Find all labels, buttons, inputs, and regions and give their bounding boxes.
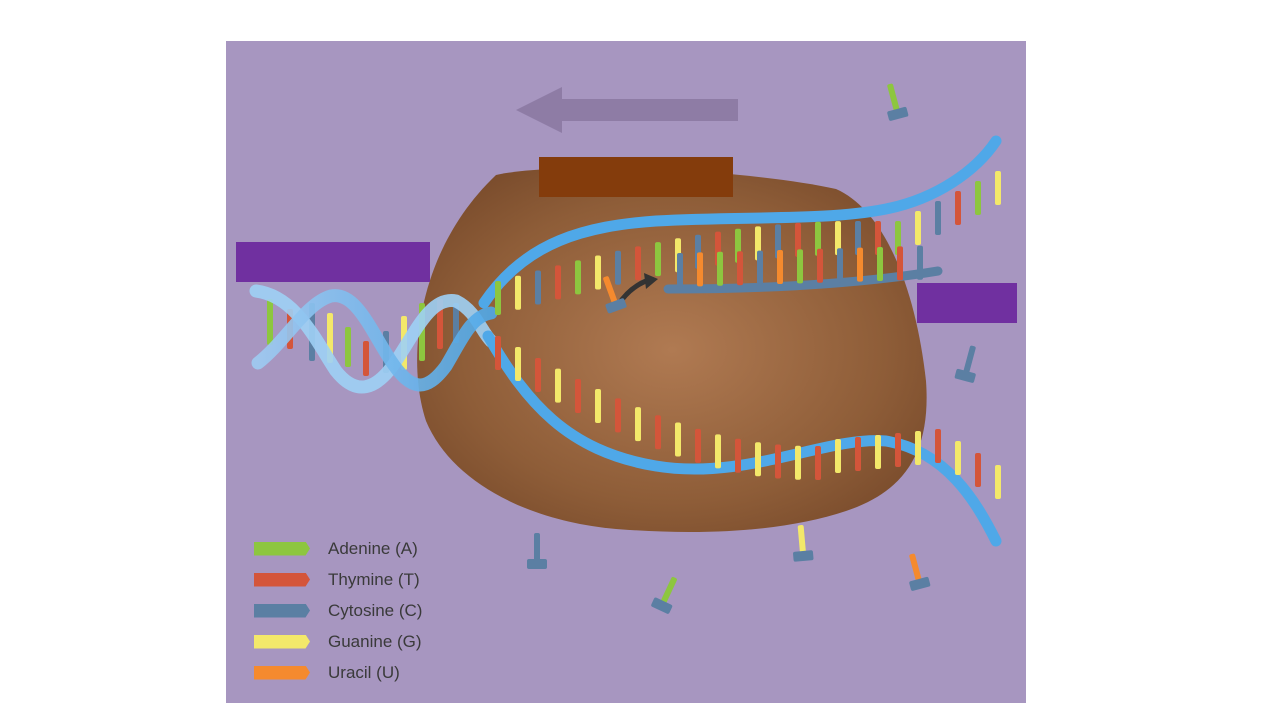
base-rung xyxy=(775,224,781,259)
base-rung xyxy=(535,270,541,305)
base-rung xyxy=(515,347,521,382)
base-rung xyxy=(837,248,843,283)
base-rung xyxy=(955,441,961,475)
base-rung xyxy=(675,422,681,457)
free-nucleotide xyxy=(887,83,909,121)
base-rung xyxy=(677,253,683,287)
base-rung xyxy=(555,265,561,300)
base-rung xyxy=(345,327,351,367)
base-rung xyxy=(835,221,841,256)
base-rung xyxy=(635,407,641,442)
label-box-left[interactable] xyxy=(236,242,430,282)
base-rung xyxy=(855,221,861,255)
base-rung xyxy=(975,453,981,487)
double-helix xyxy=(249,284,498,394)
base-rung xyxy=(735,438,741,473)
legend-item: Cytosine (C) xyxy=(254,595,422,626)
base-rung xyxy=(917,245,923,280)
base-rung xyxy=(755,442,761,477)
transcription-diagram xyxy=(249,83,1002,614)
legend-label: Adenine (A) xyxy=(328,538,418,558)
uracil-swatch xyxy=(254,665,310,680)
free-nucleotide xyxy=(651,577,677,614)
base-rung xyxy=(267,299,273,345)
base-rung xyxy=(697,252,703,287)
legend-label: Guanine (G) xyxy=(328,631,422,651)
label-box-right[interactable] xyxy=(917,283,1017,323)
thymine-swatch xyxy=(254,572,310,587)
base-rung xyxy=(655,415,661,450)
base-rung xyxy=(757,250,763,285)
direction-arrow-icon xyxy=(516,87,738,133)
base-rung xyxy=(717,251,723,286)
base-rung xyxy=(817,248,823,283)
legend-label: Cytosine (C) xyxy=(328,600,423,620)
rna-transcript xyxy=(663,245,943,294)
base-rung xyxy=(935,201,941,235)
base-rung xyxy=(995,465,1001,499)
guanine-swatch xyxy=(254,634,310,649)
base-rung xyxy=(635,246,641,281)
base-rung xyxy=(615,250,621,285)
base-rung xyxy=(695,428,701,463)
base-rung xyxy=(575,260,581,295)
base-rung xyxy=(715,434,721,469)
base-rung xyxy=(737,251,743,286)
free-nucleotide xyxy=(603,276,627,314)
base-rung xyxy=(795,222,801,257)
base-rung xyxy=(555,368,561,403)
base-rung xyxy=(615,398,621,433)
base-rung xyxy=(777,250,783,284)
base-rung xyxy=(975,181,981,215)
base-rung xyxy=(875,435,881,469)
base-rung xyxy=(775,444,781,479)
free-nucleotide xyxy=(793,525,814,562)
legend-item: Guanine (G) xyxy=(254,626,422,657)
base-rung xyxy=(655,242,661,277)
base-rung xyxy=(575,379,581,414)
base-rung xyxy=(815,446,821,480)
base-rung xyxy=(877,247,883,281)
base-rung xyxy=(995,171,1001,205)
base-rung xyxy=(915,211,921,245)
base-rung xyxy=(875,221,881,255)
free-nucleotide-icon xyxy=(527,83,976,614)
base-rung xyxy=(835,439,841,473)
base-rung xyxy=(955,191,961,225)
legend-item: Uracil (U) xyxy=(254,657,422,688)
base-rung xyxy=(815,221,821,256)
free-nucleotide xyxy=(954,345,976,383)
base-rung xyxy=(535,357,541,392)
base-rung xyxy=(453,303,459,343)
base-rung xyxy=(897,246,903,281)
strand-bases xyxy=(495,171,1001,499)
legend-label: Thymine (T) xyxy=(328,569,420,589)
label-box-enzyme[interactable] xyxy=(539,157,733,197)
slide: Adenine (A) Thymine (T) Cytosine (C) Guanin… xyxy=(226,41,1026,703)
top-dna-strand xyxy=(478,135,1002,309)
adenine-swatch xyxy=(254,541,310,556)
legend: Adenine (A) Thymine (T) Cytosine (C) Guanin… xyxy=(254,533,422,688)
free-nucleotide xyxy=(527,533,547,569)
base-rung xyxy=(795,445,801,480)
base-rung xyxy=(855,437,861,471)
base-rung xyxy=(595,255,601,290)
base-rung xyxy=(915,431,921,465)
legend-item: Thymine (T) xyxy=(254,564,422,595)
base-rung xyxy=(495,281,501,315)
cytosine-swatch xyxy=(254,603,310,618)
legend-label: Uracil (U) xyxy=(328,662,400,682)
base-rung xyxy=(895,433,901,467)
base-rung xyxy=(363,341,369,376)
base-rung xyxy=(515,275,521,310)
legend-item: Adenine (A) xyxy=(254,533,422,564)
free-nucleotide xyxy=(909,553,931,591)
base-rung xyxy=(857,247,863,282)
base-rung xyxy=(495,336,501,370)
base-rung xyxy=(935,429,941,463)
base-rung xyxy=(797,249,803,284)
base-rung xyxy=(595,388,601,423)
